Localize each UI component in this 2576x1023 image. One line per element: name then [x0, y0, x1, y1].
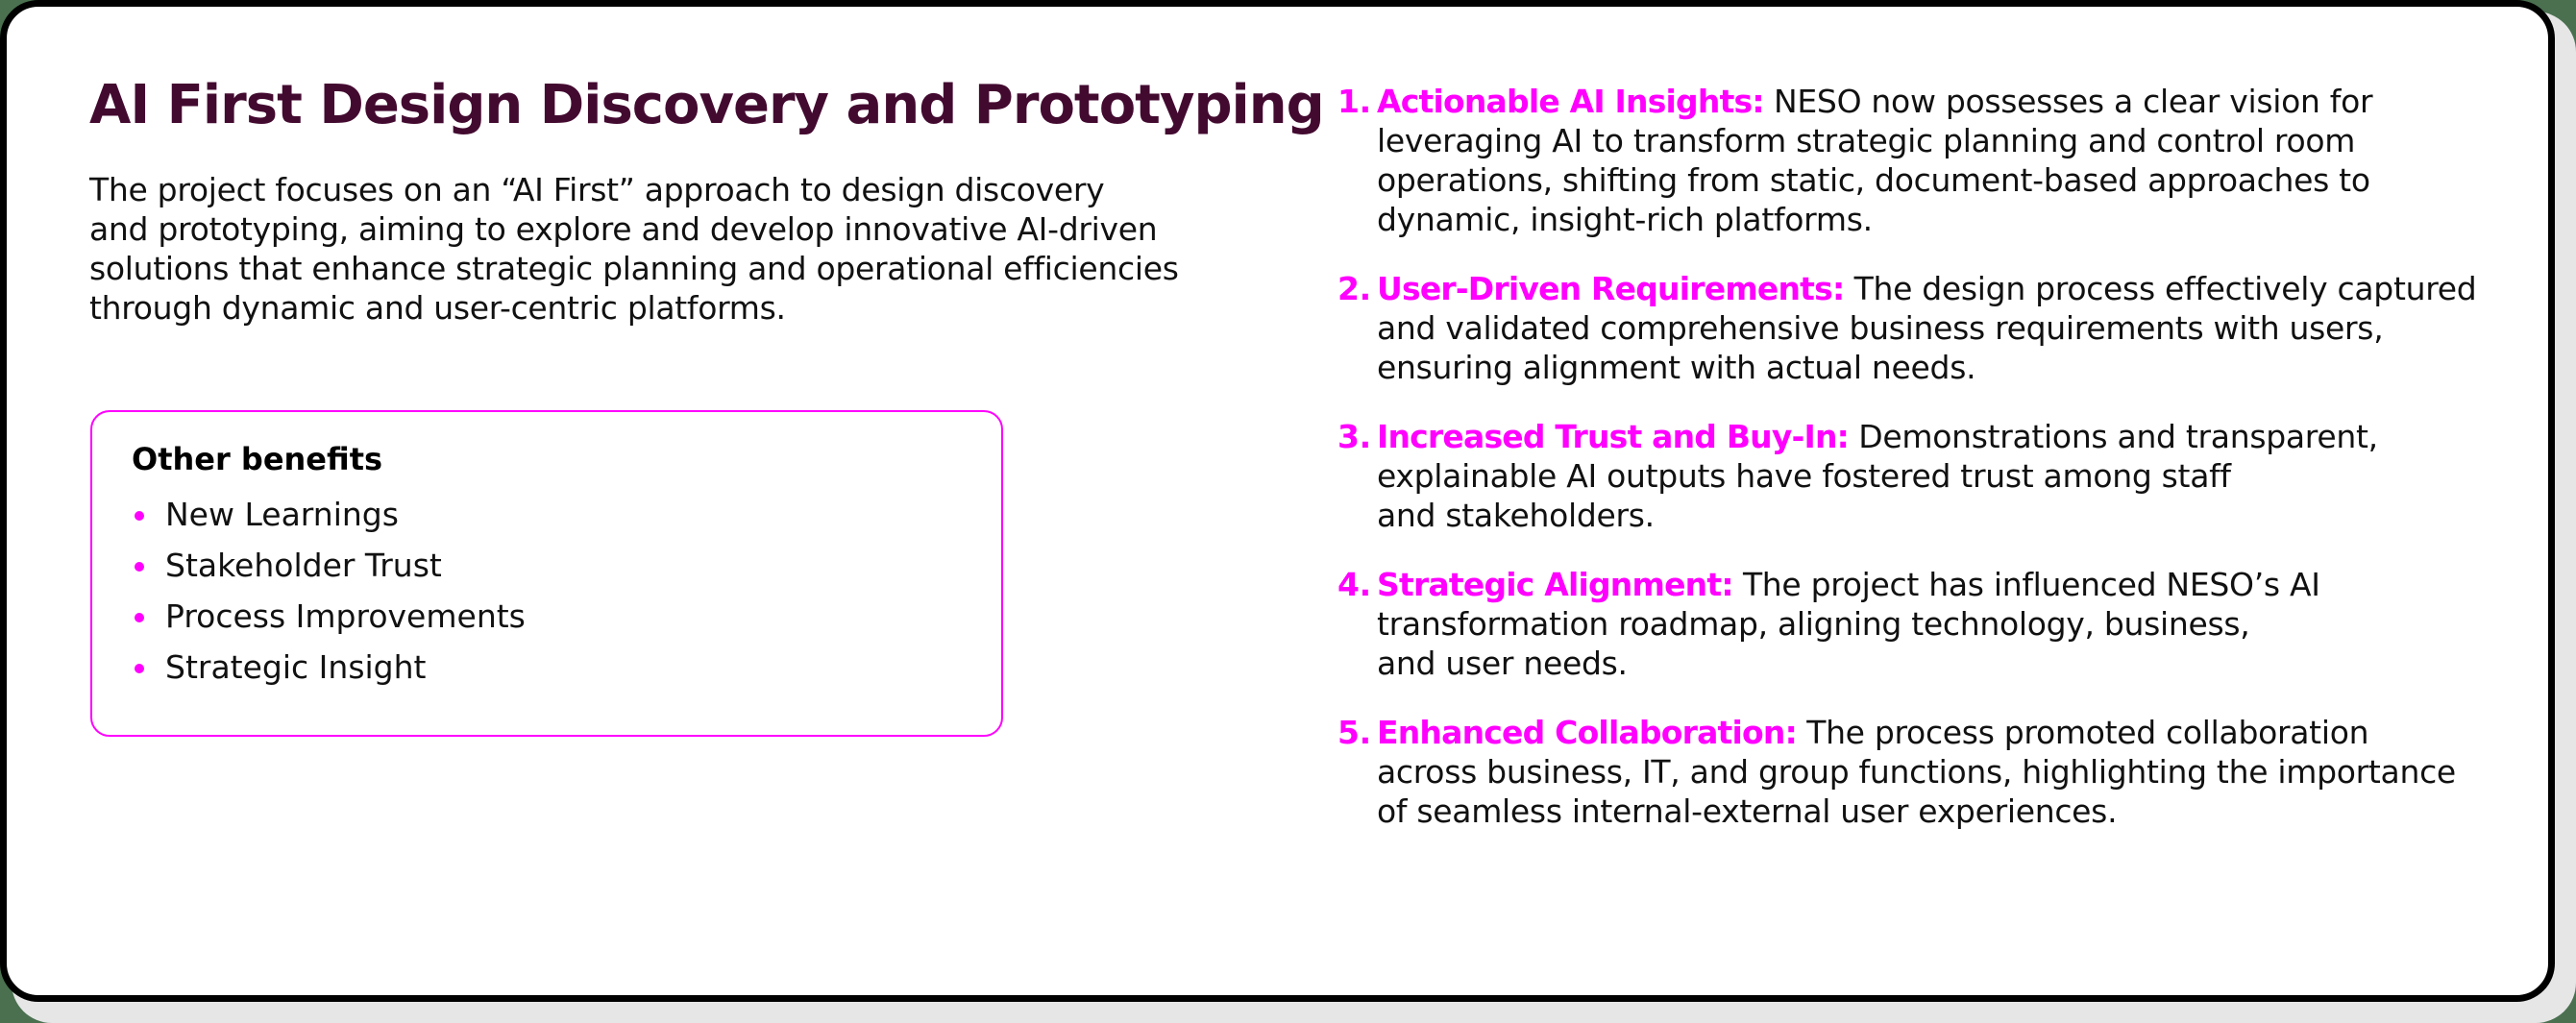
intro-paragraph: The project focuses on an “AI First” app…	[89, 170, 1242, 328]
finding-text: transformation roadmap, aligning technol…	[1377, 605, 2250, 643]
findings-list: 1. Actionable AI Insights: NESO now poss…	[1337, 82, 2539, 861]
benefit-label: Stakeholder Trust	[165, 547, 442, 584]
page-title: AI First Design Discovery and Prototypin…	[89, 74, 1325, 136]
finding-text: and validated comprehensive business req…	[1377, 309, 2384, 347]
intro-line: and prototyping, aiming to explore and d…	[89, 210, 1158, 248]
finding-number: 1.	[1337, 83, 1371, 120]
finding-label: Strategic Alignment:	[1377, 566, 1734, 603]
finding-text: NESO now possesses a clear vision for	[1763, 83, 2373, 120]
bullet-icon	[135, 664, 144, 673]
finding-number: 4.	[1337, 566, 1371, 603]
other-benefits-panel: Other benefits New Learnings Stakeholder…	[90, 410, 1003, 737]
finding-text: ensuring alignment with actual needs.	[1377, 349, 1976, 386]
benefit-label: Strategic Insight	[165, 648, 427, 686]
bullet-icon	[135, 613, 144, 622]
finding-text: Demonstrations and transparent,	[1849, 418, 2378, 455]
benefit-item: Stakeholder Trust	[132, 540, 526, 591]
finding-item: 3. Increased Trust and Buy-In: Demonstra…	[1337, 417, 2539, 535]
finding-label: User-Driven Requirements:	[1377, 270, 1845, 307]
finding-label: Actionable AI Insights:	[1377, 83, 1765, 120]
benefits-heading: Other benefits	[132, 441, 383, 477]
intro-line: solutions that enhance strategic plannin…	[89, 250, 1179, 287]
finding-text: The project has influenced NESO’s AI	[1732, 566, 2320, 603]
finding-text: The design process effectively captured	[1844, 270, 2477, 307]
finding-text: leveraging AI to transform strategic pla…	[1377, 122, 2356, 159]
finding-item: 2. User-Driven Requirements: The design …	[1337, 269, 2539, 387]
finding-item: 5. Enhanced Collaboration: The process p…	[1337, 713, 2539, 831]
finding-text: across business, IT, and group functions…	[1377, 753, 2456, 791]
finding-text: The process promoted collaboration	[1797, 714, 2369, 751]
finding-text: and stakeholders.	[1377, 497, 1655, 534]
bullet-icon	[135, 562, 144, 572]
finding-number: 5.	[1337, 714, 1371, 751]
finding-text: of seamless internal-external user exper…	[1377, 792, 2118, 830]
finding-number: 3.	[1337, 418, 1371, 455]
intro-line: through dynamic and user-centric platfor…	[89, 289, 786, 327]
benefits-list: New Learnings Stakeholder Trust Process …	[132, 489, 526, 693]
intro-line: The project focuses on an “AI First” app…	[89, 171, 1105, 208]
finding-label: Increased Trust and Buy-In:	[1377, 418, 1850, 455]
finding-text: dynamic, insight-rich platforms.	[1377, 201, 1873, 238]
benefit-label: Process Improvements	[165, 597, 526, 635]
finding-text: and user needs.	[1377, 645, 1628, 682]
benefit-item: New Learnings	[132, 489, 526, 540]
finding-label: Enhanced Collaboration:	[1377, 714, 1798, 751]
finding-text: explainable AI outputs have fostered tru…	[1377, 457, 2231, 495]
finding-number: 2.	[1337, 270, 1371, 307]
finding-item: 1. Actionable AI Insights: NESO now poss…	[1337, 82, 2539, 239]
benefit-label: New Learnings	[165, 496, 399, 533]
finding-text: operations, shifting from static, docume…	[1377, 161, 2370, 199]
bullet-icon	[135, 511, 144, 521]
benefit-item: Strategic Insight	[132, 642, 526, 693]
benefit-item: Process Improvements	[132, 591, 526, 642]
finding-item: 4. Strategic Alignment: The project has …	[1337, 565, 2539, 683]
content-card: AI First Design Discovery and Prototypin…	[0, 0, 2555, 1002]
